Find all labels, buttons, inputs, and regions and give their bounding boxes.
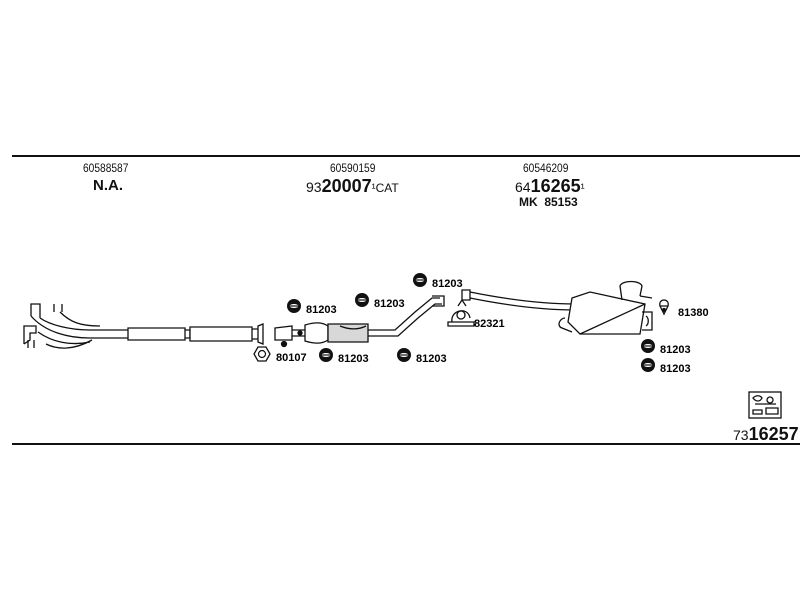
part-label-81380: 81380 — [678, 307, 709, 319]
part-label-81203-g: 81203 — [660, 363, 691, 375]
part-number-3-prefix: 64 — [515, 179, 531, 195]
rear-silencer — [461, 280, 653, 335]
clamp-icon — [447, 298, 475, 327]
rubber-mount-icon — [397, 348, 411, 362]
part-label-81203-e: 81203 — [416, 353, 447, 365]
oem-number-3: 60546209 — [523, 161, 569, 175]
hanger-icon — [659, 299, 669, 316]
rubber-mount-icon — [355, 293, 369, 307]
part-label-81203-c: 81203 — [432, 278, 463, 290]
rubber-mount-icon — [287, 299, 301, 313]
part-number-2-prefix: 93 — [306, 179, 322, 195]
gasket-icon — [253, 346, 271, 362]
rubber-mount-icon — [319, 348, 333, 362]
kit-number-prefix: 73 — [733, 427, 749, 443]
kit-box-icon — [748, 391, 782, 419]
bottom-divider — [12, 443, 800, 445]
part-number-2: 9320007¹CAT — [306, 176, 399, 197]
rubber-mount-icon — [413, 273, 427, 287]
kit-number: 7316257 — [733, 424, 799, 445]
part-label-81203-d: 81203 — [338, 353, 369, 365]
part-status-1: N.A. — [93, 177, 123, 194]
part-label-82321: 82321 — [474, 318, 505, 330]
rubber-mount-icon — [641, 339, 655, 353]
mounting-kit-number: MK 85153 — [519, 195, 578, 209]
catalytic-converter — [274, 295, 445, 348]
part-label-81203-a: 81203 — [306, 304, 337, 316]
part-label-81203-f: 81203 — [660, 344, 691, 356]
part-number-3-suffix: ¹ — [580, 181, 585, 195]
part-label-81203-b: 81203 — [374, 298, 405, 310]
part-number-2-main: 20007 — [321, 176, 372, 196]
top-divider — [12, 155, 800, 157]
part-number-2-suffix: ¹CAT — [371, 181, 399, 195]
kit-number-main: 16257 — [748, 424, 799, 444]
front-pipe — [23, 303, 264, 349]
oem-number-1: 60588587 — [83, 161, 129, 175]
part-number-3-main: 16265 — [530, 176, 581, 196]
oem-number-2: 60590159 — [330, 161, 376, 175]
part-label-80107: 80107 — [276, 352, 307, 364]
part-number-3: 6416265¹ — [515, 176, 585, 197]
rubber-mount-icon — [641, 358, 655, 372]
